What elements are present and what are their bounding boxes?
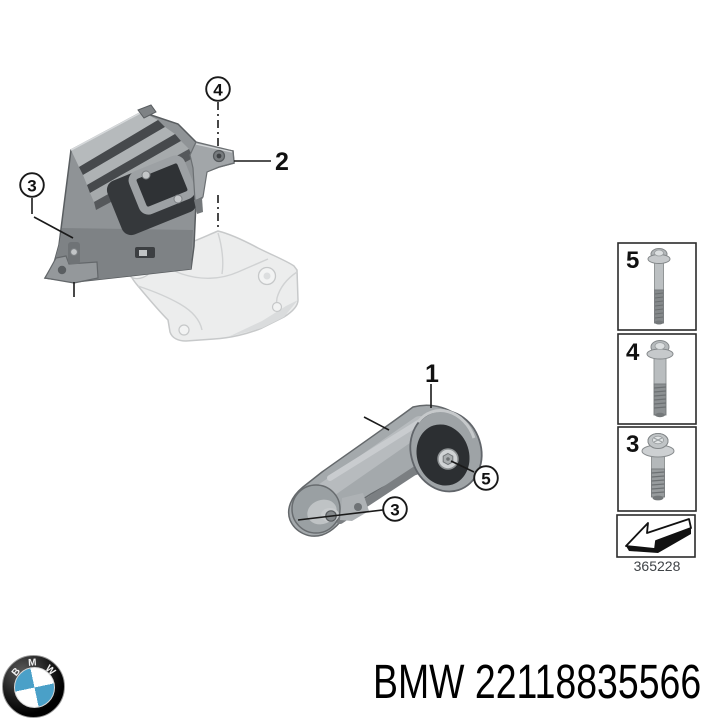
legend-item-3[interactable]: 3: [617, 426, 697, 512]
diagram-canvas: 4 3 2 1 5 3 5: [19, 76, 697, 574]
bmw-roundel-icon: B M W: [2, 655, 65, 718]
callout-3-top[interactable]: 3: [19, 172, 45, 198]
diagram-number: 365228: [634, 558, 681, 574]
callout-1-label[interactable]: 1: [425, 360, 439, 388]
legend-direction-box[interactable]: [616, 514, 696, 558]
leader-3-mid: [297, 509, 384, 521]
part-number-label: BMW 22118835566: [373, 656, 702, 709]
leader-5: [450, 460, 475, 473]
leader-body: [363, 416, 390, 431]
callout-3-top-circle[interactable]: [19, 172, 45, 198]
legend-sidebar: 5 4: [616, 242, 697, 574]
callout-4[interactable]: 4: [205, 76, 231, 102]
bmw-logo-letter-m: M: [27, 656, 37, 669]
bolt-short-icon: [641, 433, 675, 501]
legend-number-3: 3: [626, 431, 639, 458]
bolt-medium-icon: [646, 340, 674, 418]
engine-mount-illustration: [43, 104, 235, 284]
callout-3-mid-number[interactable]: 3: [390, 501, 399, 520]
callout-3-mid-circle[interactable]: [382, 496, 408, 522]
legend-number-4: 4: [626, 339, 640, 366]
callout-3-top-number[interactable]: 3: [27, 177, 36, 196]
callout-5-circle[interactable]: [473, 465, 499, 491]
install-direction-arrow-icon: [625, 518, 692, 553]
callout-4-number[interactable]: 4: [213, 81, 223, 100]
callout-5[interactable]: 5: [473, 465, 499, 491]
torque-arm-illustration: [287, 404, 483, 537]
legend-item-4[interactable]: 4: [617, 333, 697, 425]
bolt-long-icon: [647, 248, 671, 325]
callout-2-label[interactable]: 2: [275, 148, 289, 176]
legend-item-5[interactable]: 5: [617, 242, 697, 331]
leader-3-top-b: [33, 216, 74, 239]
callout-5-number[interactable]: 5: [481, 470, 490, 489]
callout-3-mid[interactable]: 3: [382, 496, 408, 522]
legend-number-5: 5: [626, 247, 639, 274]
leader-lines: [31, 102, 475, 521]
callout-4-circle[interactable]: [205, 76, 231, 102]
bmw-roundel-quadrants: [14, 667, 55, 708]
